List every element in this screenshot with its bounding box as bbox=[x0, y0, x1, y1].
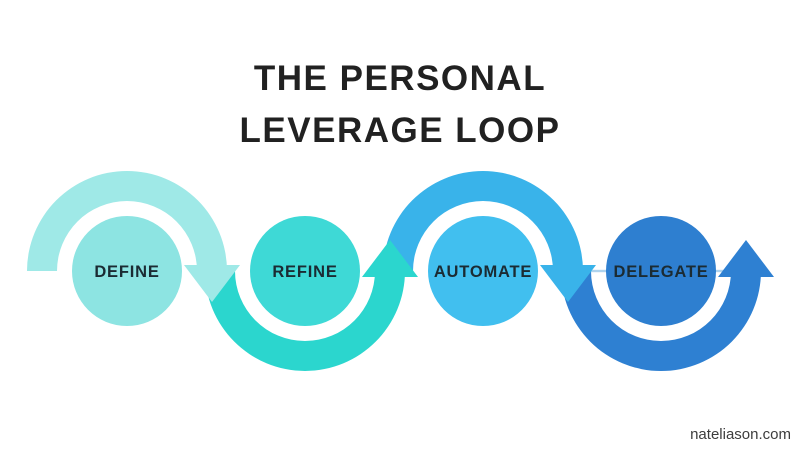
arc-automate bbox=[383, 171, 596, 302]
step-circle bbox=[72, 216, 182, 326]
under-arc bbox=[205, 271, 405, 371]
arrow-head-down-icon bbox=[540, 265, 596, 302]
step-circle bbox=[428, 216, 538, 326]
step-refine: REFINE bbox=[250, 216, 360, 326]
website-credit: nateliason.com bbox=[690, 426, 791, 443]
arc-define bbox=[27, 171, 240, 302]
page-title: THE PERSONAL LEVERAGE LOOP bbox=[0, 53, 800, 157]
step-delegate: DELEGATE bbox=[606, 216, 716, 326]
arc-delegate bbox=[561, 240, 774, 371]
over-arc bbox=[27, 171, 227, 271]
step-circle bbox=[250, 216, 360, 326]
title-line-2: LEVERAGE LOOP bbox=[239, 111, 561, 151]
arrow-head-up-icon bbox=[718, 240, 774, 277]
arrow-head-down-icon bbox=[184, 265, 240, 302]
step-label: REFINE bbox=[272, 263, 337, 281]
step-label: AUTOMATE bbox=[434, 263, 532, 281]
arrow-head-up-icon bbox=[362, 240, 418, 277]
title-line-1: THE PERSONAL bbox=[253, 59, 547, 99]
step-automate: AUTOMATE bbox=[428, 216, 538, 326]
over-arc bbox=[383, 171, 583, 271]
step-define: DEFINE bbox=[72, 216, 182, 326]
step-label: DELEGATE bbox=[613, 263, 708, 281]
arc-refine bbox=[205, 240, 418, 371]
step-circle bbox=[606, 216, 716, 326]
under-arc bbox=[561, 271, 761, 371]
step-label: DEFINE bbox=[94, 263, 159, 281]
